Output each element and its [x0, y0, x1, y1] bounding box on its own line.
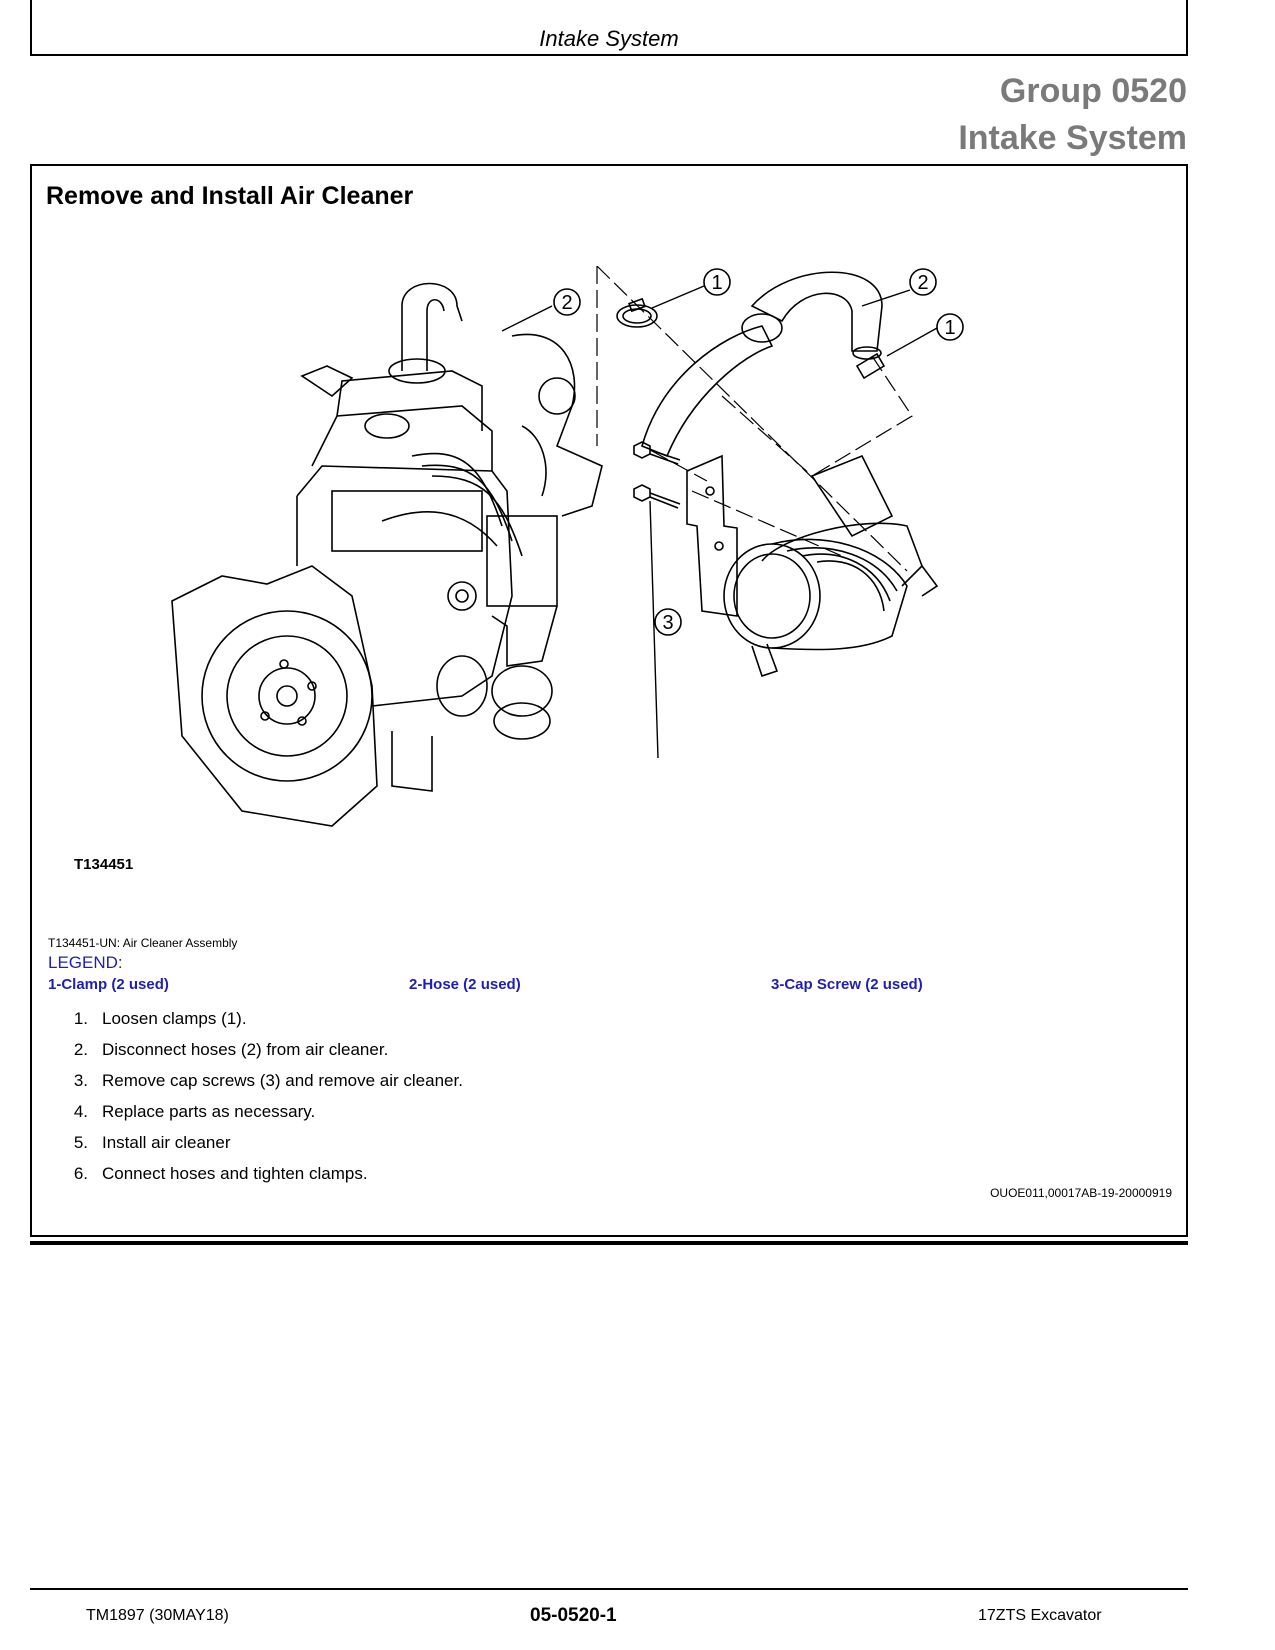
- legend-item-cap-screw: 3-Cap Screw (2 used): [771, 976, 923, 993]
- intake-hose-drawing: [616, 271, 886, 458]
- step-item: 4. Replace parts as necessary.: [54, 1102, 463, 1133]
- group-title: Intake System: [958, 119, 1187, 157]
- figure-id: T134451: [74, 856, 134, 873]
- leader-lines: [501, 285, 938, 759]
- step-number: 6.: [73, 1164, 88, 1183]
- callout-markers: 2 1 2 1 3: [553, 268, 964, 636]
- callout-1-elbow: 1: [944, 317, 955, 339]
- callout-3-screws: 3: [662, 612, 673, 634]
- figure-caption: T134451-UN: Air Cleaner Assembly: [48, 936, 238, 950]
- engine-drawing: [171, 282, 603, 827]
- callout-2-engine: 2: [561, 292, 572, 314]
- procedure-steps: 1. Loosen clamps (1). 2. Disconnect hoses …: [54, 1009, 463, 1195]
- step-text: Disconnect hoses (2) from air cleaner.: [102, 1040, 389, 1059]
- footer-manual-id: TM1897 (30MAY18): [86, 1607, 229, 1624]
- step-number: 4.: [73, 1102, 88, 1121]
- running-head-box: Intake System: [30, 0, 1188, 56]
- step-text: Install air cleaner: [102, 1133, 231, 1152]
- step-number: 5.: [73, 1133, 88, 1152]
- footer-machine-model: 17ZTS Excavator: [978, 1607, 1102, 1624]
- reference-code: OUOE011,00017AB-19-20000919: [990, 1186, 1172, 1200]
- running-head: Intake System: [539, 26, 679, 51]
- footer-page-number: 05-0520-1: [530, 1605, 617, 1626]
- legend-item-clamp: 1-Clamp (2 used): [48, 976, 169, 993]
- air-cleaner-illustration: 2 1 2 1 3: [171, 266, 964, 827]
- callout-2-hose: 2: [917, 272, 928, 294]
- step-text: Loosen clamps (1).: [102, 1009, 247, 1028]
- footer-rule: [30, 1588, 1188, 1590]
- step-item: 5. Install air cleaner: [54, 1133, 463, 1164]
- group-heading: Group 0520 Intake System: [958, 68, 1187, 162]
- step-text: Replace parts as necessary.: [102, 1102, 316, 1121]
- assembly-lines: [596, 266, 913, 572]
- step-item: 2. Disconnect hoses (2) from air cleaner.: [54, 1040, 463, 1071]
- step-item: 1. Loosen clamps (1).: [54, 1009, 463, 1040]
- legend-title: LEGEND:: [48, 953, 123, 972]
- legend-item-hose: 2-Hose (2 used): [409, 976, 521, 993]
- section-end-rule: [30, 1241, 1188, 1245]
- procedure-box: Remove and Install Air Cleaner: [30, 164, 1188, 1237]
- group-number: Group 0520: [999, 72, 1187, 110]
- step-number: 3.: [73, 1071, 88, 1090]
- step-number: 2.: [73, 1040, 88, 1059]
- air-cleaner-drawing: [723, 454, 939, 678]
- step-number: 1.: [73, 1009, 88, 1028]
- section-title: Remove and Install Air Cleaner: [46, 182, 414, 210]
- step-item: 3. Remove cap screws (3) and remove air c…: [54, 1071, 463, 1102]
- bracket-drawing: [633, 441, 738, 617]
- step-text: Remove cap screws (3) and remove air cle…: [102, 1071, 463, 1090]
- step-item: 6. Connect hoses and tighten clamps.: [54, 1164, 463, 1195]
- callout-1-hose: 1: [711, 272, 722, 294]
- step-text: Connect hoses and tighten clamps.: [102, 1164, 368, 1183]
